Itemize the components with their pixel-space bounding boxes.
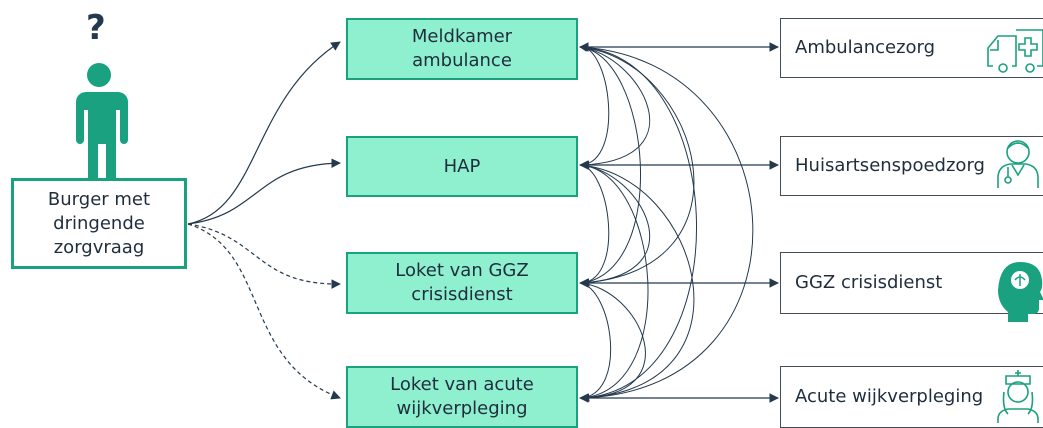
citizen-label-line-2: dringende	[53, 212, 145, 234]
person-icon	[76, 63, 128, 190]
cross-link	[579, 164, 650, 287]
citizen-box: Burger met dringende zorgvraag	[11, 178, 187, 269]
cross-link	[579, 282, 646, 402]
center-label-line-1: Loket van acute	[390, 374, 534, 395]
cross-links	[579, 43, 754, 402]
cross-link	[579, 46, 610, 166]
center-label-line-1: Meldkamer	[411, 26, 513, 47]
cross-link	[579, 46, 641, 284]
cross-link	[579, 282, 612, 399]
cross-link	[579, 46, 754, 402]
service-ggz-crisisdienst: GGZ crisisdienst	[780, 252, 1043, 314]
center-label-line-2: ambulance	[412, 50, 512, 71]
ambulance-icon	[987, 29, 1043, 73]
cross-link	[579, 164, 695, 402]
citizen-label-line-1: Burger met	[47, 188, 151, 210]
service-label: Huisartsenspoedzorg	[795, 155, 985, 176]
edge-citizen-wijk-loket	[187, 223, 341, 400]
edge-citizen-hap	[187, 158, 341, 225]
center-ggz-loket: Loket van GGZ crisisdienst	[346, 252, 578, 314]
edge-citizen-meldkamer	[187, 41, 341, 225]
service-acute-wijkverpleging: Acute wijkverpleging	[780, 366, 1043, 428]
center-label-line-1: Loket van GGZ	[395, 260, 529, 281]
brain-head-icon	[998, 262, 1043, 322]
cross-link	[579, 164, 649, 399]
center-wijkverpleging-loket: Loket van acute wijkverpleging	[346, 366, 578, 428]
cross-link	[579, 46, 697, 399]
center-hap: HAP	[346, 136, 578, 197]
service-huisartsenspoedzorg: Huisartsenspoedzorg	[780, 136, 1043, 196]
cross-link	[579, 43, 650, 169]
service-label: Acute wijkverpleging	[795, 386, 984, 407]
cross-link	[579, 164, 610, 284]
center-label-line-1: HAP	[443, 155, 481, 177]
center-label-line-2: wijkverpleging	[396, 398, 528, 419]
doctor-icon	[997, 140, 1039, 188]
nurse-icon	[997, 370, 1039, 423]
service-label: Ambulancezorg	[795, 37, 936, 58]
service-label: GGZ crisisdienst	[795, 272, 943, 293]
edge-citizen-ggz-loket	[187, 223, 341, 289]
center-meldkamer-ambulance: Meldkamer ambulance	[346, 18, 578, 80]
center-label-line-2: crisisdienst	[411, 284, 513, 305]
citizen-label-line-3: zorgvraag	[53, 236, 145, 258]
question-mark: ?	[86, 8, 106, 48]
cross-link	[579, 46, 695, 287]
